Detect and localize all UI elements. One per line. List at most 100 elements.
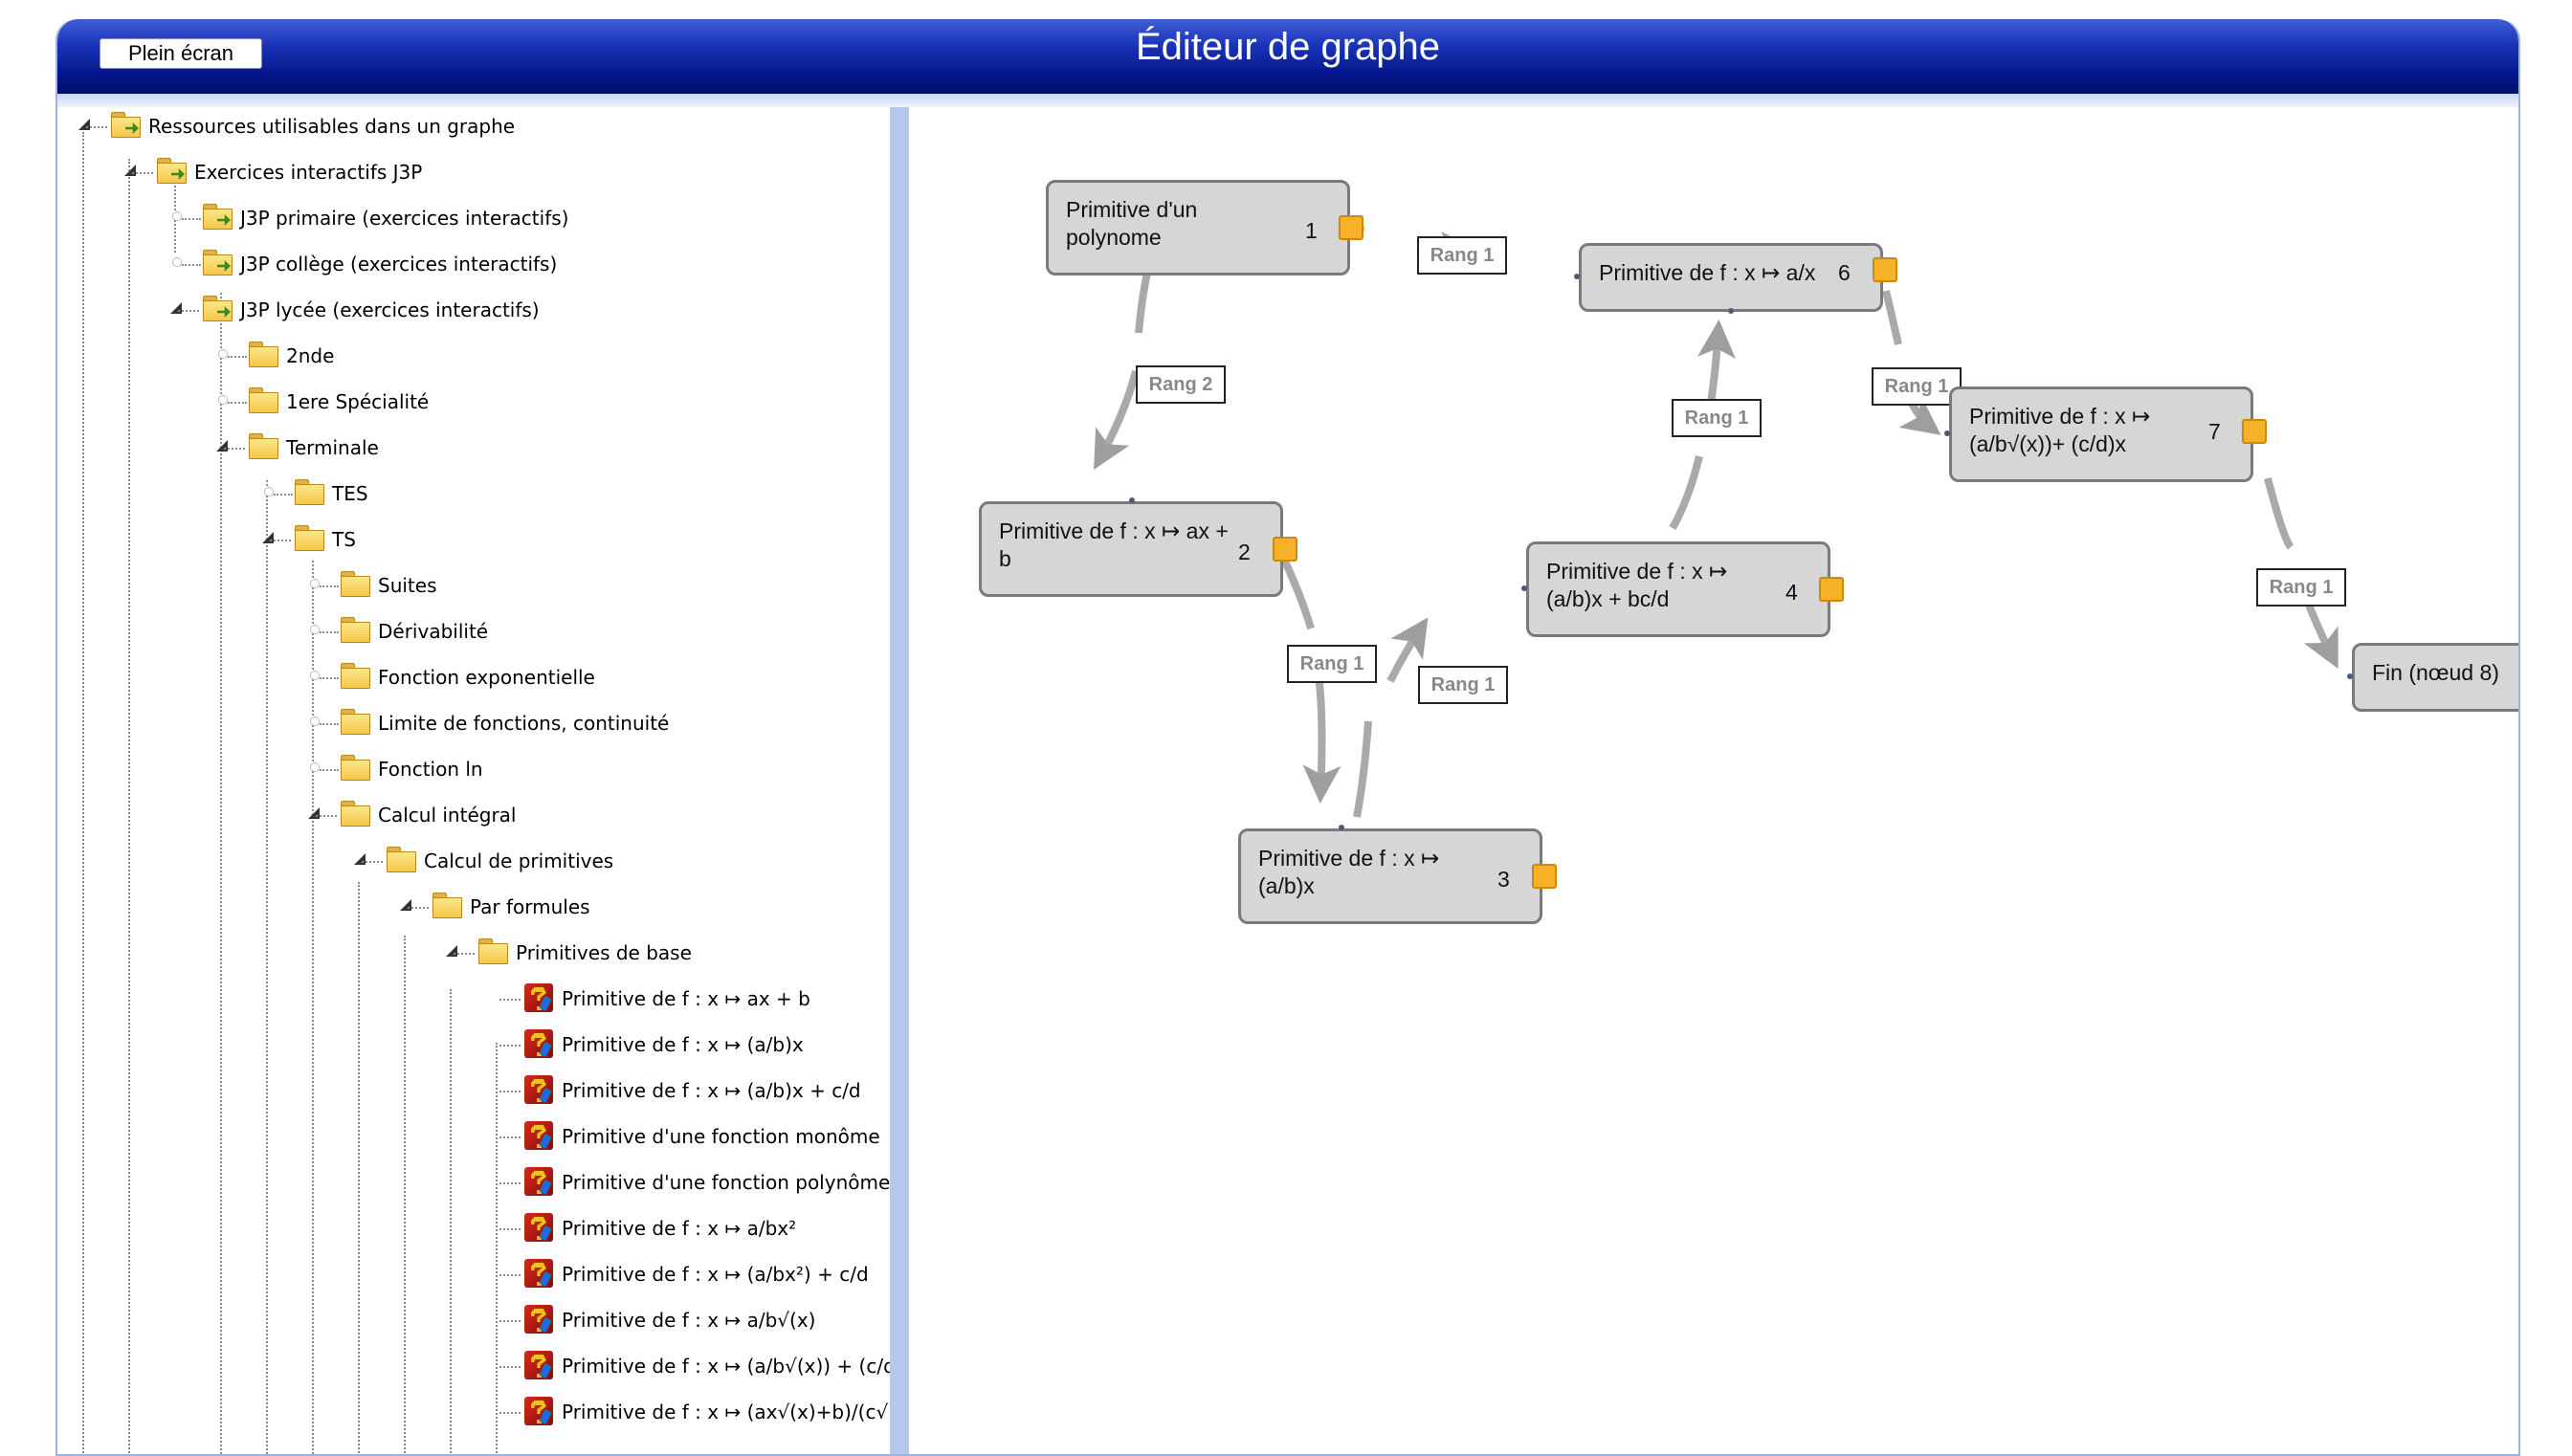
node-4-output-port[interactable] (1819, 577, 1844, 602)
tree-item-primitives-de-base[interactable]: Primitives de base (57, 934, 890, 972)
tree-item-tes[interactable]: TES (57, 474, 890, 513)
edge-label-1-6[interactable]: Rang 1 (1417, 236, 1507, 275)
tree-item-label: Terminale (286, 436, 379, 459)
j3p-exercise-icon (524, 1259, 553, 1288)
edge-label-2-3[interactable]: Rang 1 (1287, 645, 1377, 683)
tree-item-label: TES (332, 482, 368, 505)
tree-exercise-item[interactable]: Primitive de f : x ↦ ax + b (57, 980, 890, 1018)
node-number: 2 (1238, 540, 1251, 564)
tree-item-exponentielle[interactable]: Fonction exponentielle (57, 658, 890, 696)
shared-folder-icon (203, 204, 233, 230)
tree-item-label: J3P primaire (exercices interactifs) (240, 207, 569, 230)
expanded-toggle-icon[interactable] (216, 440, 228, 452)
collapsed-toggle-icon[interactable] (308, 716, 320, 727)
collapsed-toggle-icon[interactable] (308, 624, 320, 635)
expanded-toggle-icon[interactable] (124, 165, 136, 176)
tree-item-calcul-integral[interactable]: Calcul intégral (57, 796, 890, 834)
node-7-output-port[interactable] (2242, 419, 2267, 444)
tree-item-label: Primitive de f : x ↦ (a/b√(x)) + (c/d)x (562, 1355, 890, 1378)
tree-exercise-item[interactable]: Primitive de f : x ↦ (a/b√(x)) + (c/d)x (57, 1347, 890, 1385)
tree-item-lycee[interactable]: J3P lycée (exercices interactifs) (57, 291, 890, 329)
shared-folder-icon (203, 296, 233, 321)
expanded-toggle-icon[interactable] (78, 119, 90, 130)
tree-item-1ere[interactable]: 1ere Spécialité (57, 383, 890, 421)
tree-item-primaire[interactable]: J3P primaire (exercices interactifs) (57, 199, 890, 237)
edge-label-4-6[interactable]: Rang 1 (1672, 399, 1762, 437)
edge-6-7 (1882, 290, 1935, 430)
expanded-toggle-icon[interactable] (170, 302, 182, 314)
graph-node-7[interactable]: Primitive de f : x ↦ (a/b√(x))+ (c/d)x 7 (1949, 386, 2253, 482)
tree-item-2nde[interactable]: 2nde (57, 337, 890, 375)
tree-item-derivabilite[interactable]: Dérivabilité (57, 612, 890, 651)
tree-item-label: Fonction exponentielle (378, 666, 595, 689)
node-label: Primitive de f : x ↦ ax + b (999, 518, 1229, 571)
edge-label-6-7[interactable]: Rang 1 (1872, 367, 1962, 406)
tree-exercise-item[interactable]: Primitive de f : x ↦ a/b√(x) (57, 1301, 890, 1339)
node-label: Primitive de f : x ↦ (a/b)x + bc/d (1546, 559, 1728, 611)
folder-icon (341, 801, 370, 827)
tree-item-college[interactable]: J3P collège (exercices interactifs) (57, 245, 890, 283)
tree-item-label: Calcul intégral (378, 804, 517, 827)
tree-item-j3p[interactable]: Exercices interactifs J3P (57, 153, 890, 191)
edge-3-4 (1353, 624, 1424, 818)
graph-canvas[interactable]: Rang 1 Rang 2 Rang 1 Rang 1 Rang 1 Rang … (909, 107, 2518, 1454)
node-label: Primitive de f : x ↦ a/x (1599, 260, 1816, 285)
tree-exercise-item[interactable]: Primitive d'une fonction polynôme (57, 1163, 890, 1202)
fullscreen-button[interactable]: Plein écran (100, 38, 262, 69)
node-2-output-port[interactable] (1273, 537, 1297, 562)
tree-item-terminale[interactable]: Terminale (57, 429, 890, 467)
node-3-output-port[interactable] (1532, 864, 1557, 889)
node-6-output-port[interactable] (1873, 257, 1897, 282)
collapsed-toggle-icon[interactable] (308, 670, 320, 681)
collapsed-toggle-icon[interactable] (308, 578, 320, 589)
tree-item-label: Primitive de f : x ↦ a/bx² (562, 1217, 797, 1240)
folder-icon (341, 571, 370, 597)
collapsed-toggle-icon[interactable] (170, 210, 182, 222)
edge-label-7-8[interactable]: Rang 1 (2256, 568, 2346, 607)
tree-exercise-item[interactable]: Primitive d'une fonction monôme (57, 1117, 890, 1156)
expanded-toggle-icon[interactable] (262, 532, 274, 543)
expanded-toggle-icon[interactable] (446, 945, 457, 957)
folder-icon (295, 479, 324, 505)
expanded-toggle-icon[interactable] (354, 853, 366, 865)
tree-item-label: Primitive d'une fonction polynôme (562, 1171, 890, 1194)
panel-splitter[interactable] (890, 107, 909, 1454)
graph-node-6[interactable]: Primitive de f : x ↦ a/x 6 (1579, 243, 1883, 312)
collapsed-toggle-icon[interactable] (170, 256, 182, 268)
tree-item-limite[interactable]: Limite de fonctions, continuité (57, 704, 890, 742)
tree-item-suites[interactable]: Suites (57, 566, 890, 605)
tree-item-label: TS (332, 528, 356, 551)
collapsed-toggle-icon[interactable] (216, 394, 228, 406)
collapsed-toggle-icon[interactable] (216, 348, 228, 360)
tree-exercise-item[interactable]: Primitive de f : x ↦ a/bx² (57, 1209, 890, 1247)
folder-icon (341, 755, 370, 781)
tree-exercise-item[interactable]: Primitive de f : x ↦ (ax√(x)+b)/(c√(x)) (57, 1393, 890, 1431)
graph-node-1[interactable]: Primitive d'un polynome 1 (1046, 180, 1350, 276)
tree-item-root[interactable]: Ressources utilisables dans un graphe (57, 107, 890, 145)
resource-tree-panel[interactable]: Ressources utilisables dans un graphe Ex… (57, 107, 890, 1454)
edge-label-3-4[interactable]: Rang 1 (1418, 666, 1508, 704)
collapsed-toggle-icon[interactable] (308, 761, 320, 773)
tree-exercise-item[interactable]: Primitive de f : x ↦ (a/bx²) + c/d (57, 1255, 890, 1293)
expanded-toggle-icon[interactable] (308, 807, 320, 819)
tree-item-ts[interactable]: TS (57, 520, 890, 559)
tree-item-label: Suites (378, 574, 437, 597)
graph-node-8[interactable]: Fin (nœud 8) (2352, 643, 2518, 712)
graph-node-3[interactable]: Primitive de f : x ↦ (a/b)x 3 (1238, 828, 1542, 924)
folder-icon (432, 893, 462, 918)
edge-label-1-2[interactable]: Rang 2 (1136, 365, 1226, 404)
j3p-exercise-icon (524, 983, 553, 1012)
expanded-toggle-icon[interactable] (400, 899, 411, 911)
j3p-exercise-icon (524, 1351, 553, 1379)
graph-node-4[interactable]: Primitive de f : x ↦ (a/b)x + bc/d 4 (1526, 541, 1830, 637)
tree-item-label: 2nde (286, 344, 335, 367)
graph-node-2[interactable]: Primitive de f : x ↦ ax + b 2 (979, 501, 1283, 597)
tree-exercise-item[interactable]: Primitive de f : x ↦ (a/b)x (57, 1026, 890, 1064)
tree-item-calcul-primitives[interactable]: Calcul de primitives (57, 842, 890, 880)
node-1-output-port[interactable] (1339, 215, 1364, 240)
tree-exercise-item[interactable]: Primitive de f : x ↦ (a/b)x + c/d (57, 1071, 890, 1110)
collapsed-toggle-icon[interactable] (262, 486, 274, 497)
j3p-exercise-icon (524, 1213, 553, 1242)
tree-item-par-formules[interactable]: Par formules (57, 888, 890, 926)
tree-item-ln[interactable]: Fonction ln (57, 750, 890, 788)
